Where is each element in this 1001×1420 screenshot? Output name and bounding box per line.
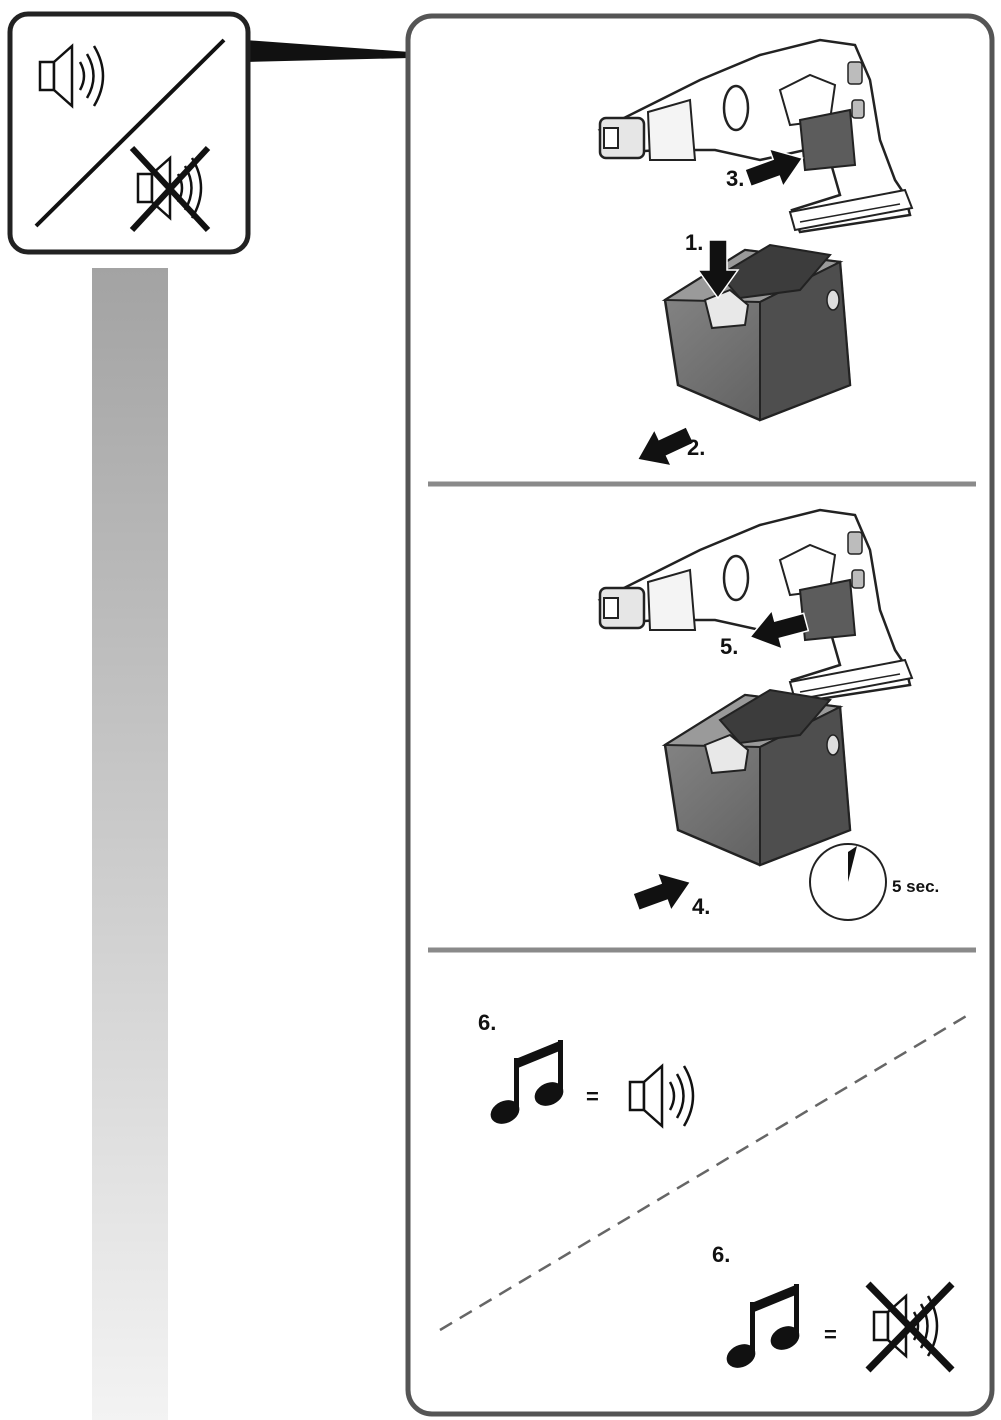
- arrow-push-icon: [628, 862, 699, 922]
- badge-pointer: [245, 40, 410, 62]
- step-6-sound-off-label: 6.: [712, 1242, 730, 1267]
- music-note-icon: [486, 1040, 568, 1129]
- drill-icon: [598, 38, 914, 234]
- panel-hold-battery: 5. 4. 5 sec.: [598, 508, 939, 922]
- instructions-frame: [405, 13, 995, 1417]
- music-note-icon: [722, 1284, 804, 1373]
- step-5-label: 5.: [720, 634, 738, 659]
- drill-icon: [598, 508, 914, 704]
- step-6-sound-on-label: 6.: [478, 1010, 496, 1035]
- panel-sound-result: 6. = 6. =: [439, 1010, 969, 1373]
- equals-sign-on: =: [586, 1084, 599, 1109]
- speaker-on-icon: [628, 1064, 695, 1128]
- battery-pack-icon: [663, 243, 852, 422]
- speaker-muted-icon: [129, 145, 211, 233]
- speaker-muted-icon: [865, 1281, 955, 1373]
- step-1-label: 1.: [685, 230, 703, 255]
- stopwatch-icon: [809, 843, 887, 921]
- equals-sign-off: =: [824, 1322, 837, 1347]
- step-4-label: 4.: [692, 894, 710, 919]
- sound-toggle-badge: [7, 11, 251, 255]
- panel-remove-battery: 1. 2. 3.: [598, 38, 914, 479]
- step-3-label: 3.: [726, 166, 744, 191]
- timer-label: 5 sec.: [892, 877, 939, 896]
- step-2-label: 2.: [687, 435, 705, 460]
- dashed-separator: [439, 1013, 969, 1332]
- side-gradient-bar: [92, 268, 168, 1420]
- battery-pack-icon: [663, 688, 852, 867]
